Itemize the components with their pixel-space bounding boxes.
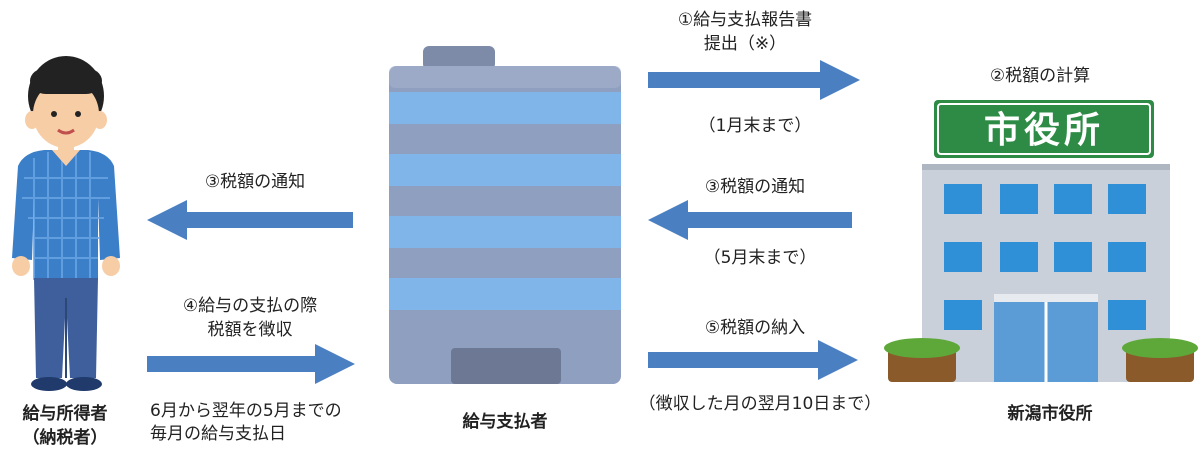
- step5-arrow: [648, 340, 858, 380]
- taxpayer-label: 給与所得者 （納税者）: [0, 402, 130, 450]
- step3-deadline: （5月末まで）: [703, 248, 817, 268]
- taxpayer-label-line2: （納税者）: [22, 428, 108, 448]
- company-label: 給与支払者: [462, 412, 548, 432]
- step3-to-company-arrow: [648, 200, 852, 240]
- city-label: 新潟市役所: [1007, 404, 1093, 424]
- step3-to-company-label: ③税額の通知: [704, 177, 806, 197]
- step4-period-line2: 毎月の給与支払日: [150, 424, 286, 444]
- step4-arrow: [147, 344, 355, 384]
- step5-label: ⑤税額の納入: [704, 318, 806, 338]
- step1-label-line2: 提出（※）: [703, 34, 787, 54]
- step2-label: ②税額の計算: [989, 66, 1091, 86]
- step1-deadline: （1月末まで）: [698, 116, 812, 136]
- step4-period-line1: 6月から翌年の5月までの: [150, 401, 342, 421]
- city-hall-building: [882, 96, 1200, 388]
- step4-period: 6月から翌年の5月までの 毎月の給与支払日: [150, 400, 380, 446]
- step3-to-taxpayer-arrow: [147, 200, 353, 240]
- step4-label: ④給与の支払の際 税額を徴収: [150, 294, 350, 342]
- taxpayer-label-line1: 給与所得者: [22, 404, 108, 424]
- city-hall-sign-text: 市役所: [983, 110, 1104, 151]
- step5-deadline: （徴収した月の翌月10日まで）: [638, 394, 882, 414]
- step4-label-line1: ④給与の支払の際: [182, 296, 318, 316]
- step1-label-line1: ①給与支払報告書: [677, 10, 813, 30]
- step1-arrow: [648, 60, 860, 100]
- company-building: [385, 46, 625, 386]
- step1-label: ①給与支払報告書 提出（※）: [650, 8, 840, 56]
- step4-label-line2: 税額を徴収: [207, 320, 293, 340]
- step3-to-taxpayer-label: ③税額の通知: [204, 172, 306, 192]
- taxpayer-illustration: [4, 48, 124, 393]
